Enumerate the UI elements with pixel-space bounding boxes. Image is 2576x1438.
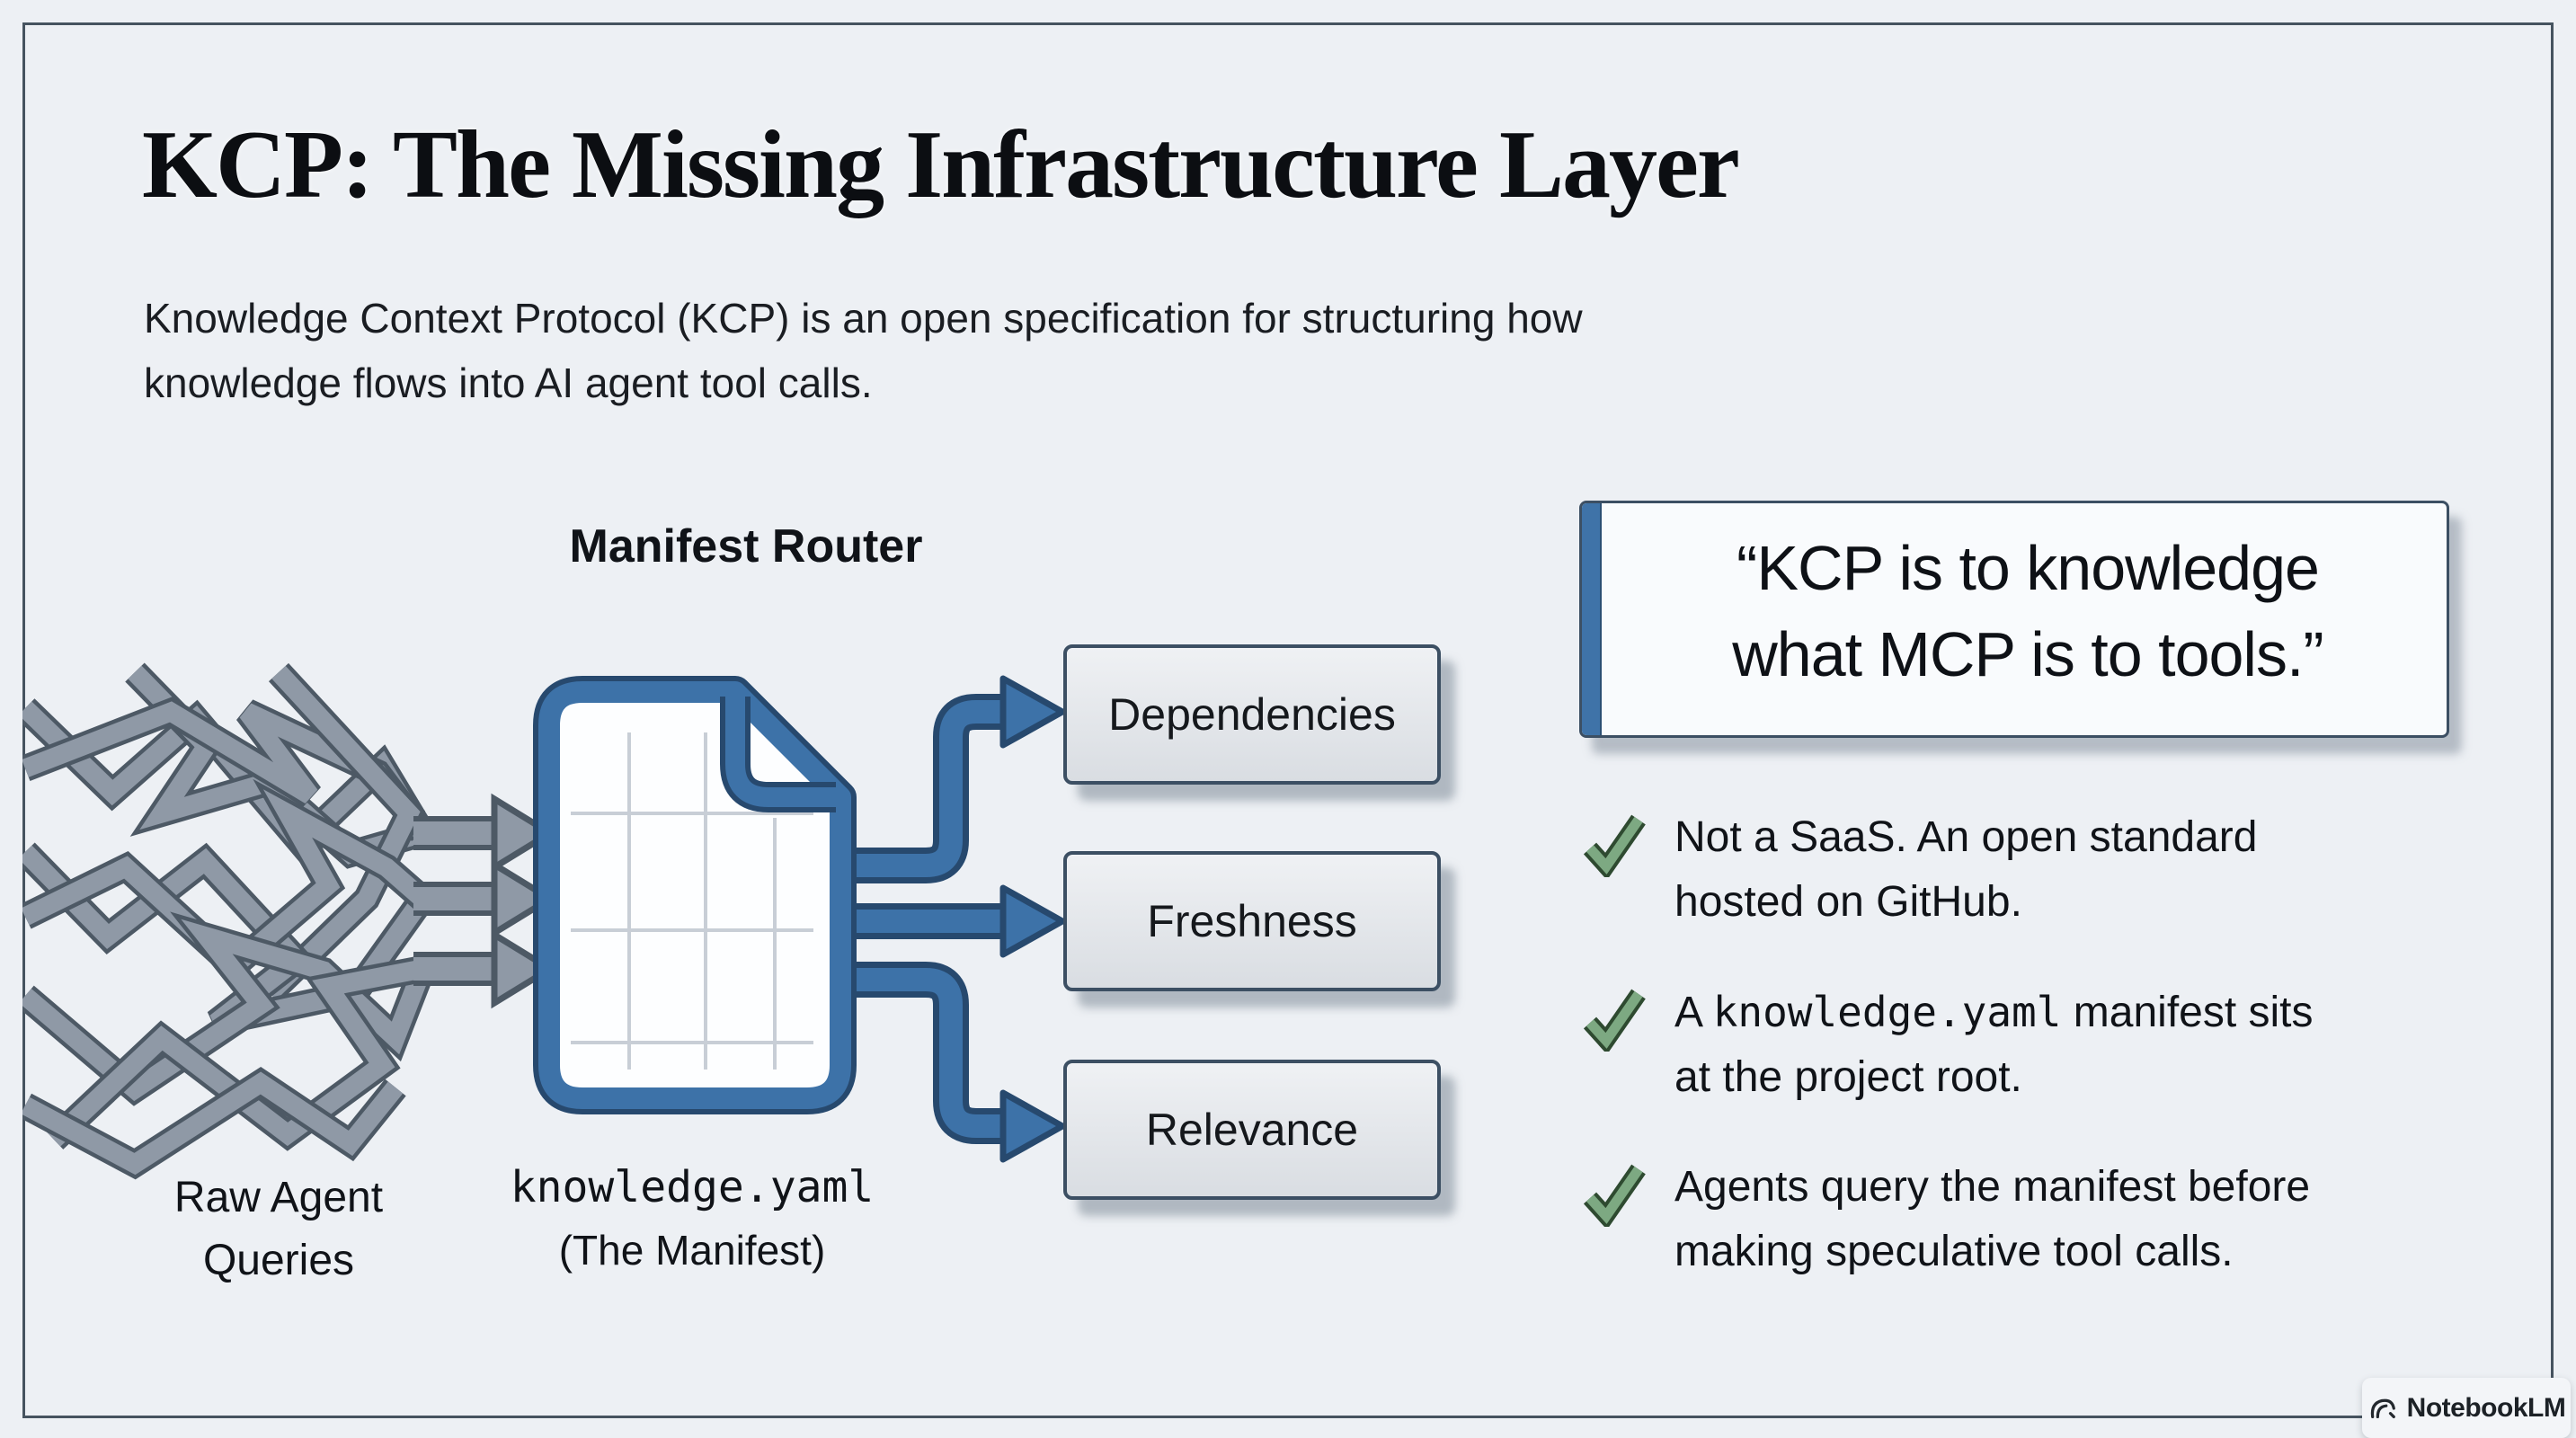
document-fold <box>720 697 836 812</box>
notebooklm-logo-icon <box>2370 1398 2395 1418</box>
manifest-subcaption: (The Manifest) <box>558 1227 826 1274</box>
entry-arrows <box>413 793 556 1009</box>
check-icon <box>1583 814 1646 877</box>
output-box-relevance: Relevance <box>1063 1060 1441 1200</box>
tangled-lines <box>22 662 435 1180</box>
check-icon <box>1583 989 1646 1052</box>
output-box-label: Freshness <box>1147 896 1357 946</box>
check-icon <box>1583 1164 1646 1227</box>
notebooklm-badge: NotebookLM <box>2362 1378 2571 1438</box>
output-box-dependencies: Dependencies <box>1063 644 1441 785</box>
document-grid <box>571 732 813 1070</box>
notebooklm-badge-label: NotebookLM <box>2406 1392 2566 1423</box>
page-title: KCP: The Missing Infrastructure Layer <box>142 111 1740 218</box>
manifest-caption: knowledge.yaml (The Manifest) <box>458 1156 926 1282</box>
output-box-label: Relevance <box>1145 1105 1359 1155</box>
output-box-label: Dependencies <box>1108 689 1396 740</box>
document-icon <box>533 676 857 1114</box>
output-arrows <box>836 675 1066 1163</box>
flow-diagram <box>22 662 1066 1180</box>
quote-accent-bar <box>1582 503 1602 735</box>
manifest-filename: knowledge.yaml <box>510 1162 875 1212</box>
output-box-freshness: Freshness <box>1063 851 1441 991</box>
manifest-router-label: Manifest Router <box>569 520 923 573</box>
page-subtitle: Knowledge Context Protocol (KCP) is an o… <box>144 295 1583 406</box>
